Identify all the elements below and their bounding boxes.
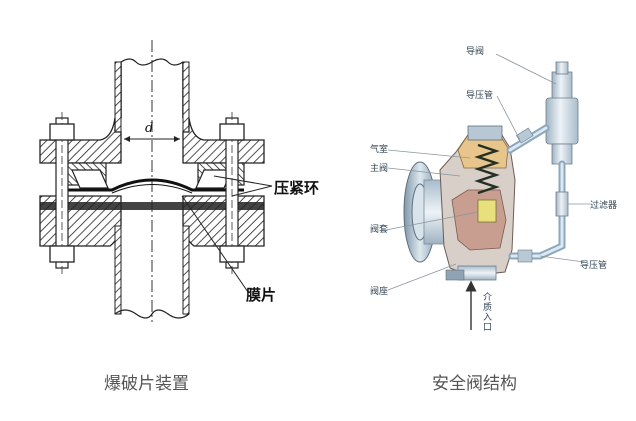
bursting-disc-drawing [39,40,273,322]
dimension-d-label: d [145,121,154,136]
medium-inlet-label: 介质入口 [481,292,491,332]
main-valve-label: 主阀 [370,164,389,174]
left-bolt [49,112,75,275]
valve-sleeve-label: 阀套 [370,225,389,235]
membrane-label: 膜片 [246,286,277,304]
disc-holder [59,162,245,189]
pilot-valve-label: 导阀 [466,47,485,57]
valve-disc [477,199,497,223]
safety-valve-drawing [385,53,590,330]
membrane-leader [181,195,249,293]
air-chamber-label: 气室 [370,145,389,155]
valve-leaders [385,53,590,291]
bonnet [467,125,503,141]
right-caption: 安全阀结构 [432,374,517,394]
bursting-membrane [60,178,244,192]
valve-seat-label: 阀座 [370,287,389,297]
lower-pipe [114,225,190,319]
pressure-pipe-bottom-label: 导压管 [580,261,608,271]
filter-label: 过滤器 [590,201,618,211]
clamp-ring-label: 压紧环 [274,179,320,197]
left-caption: 爆破片装置 [104,374,189,394]
inlet-flange [403,161,449,263]
spring [474,143,500,195]
right-bolt [219,112,245,275]
dimension-d [124,136,180,142]
pilot-valve [545,61,579,165]
pressure-pipe-top-label: 导压管 [466,91,494,101]
clamp-ring-leader [213,175,273,187]
filter [555,191,569,217]
